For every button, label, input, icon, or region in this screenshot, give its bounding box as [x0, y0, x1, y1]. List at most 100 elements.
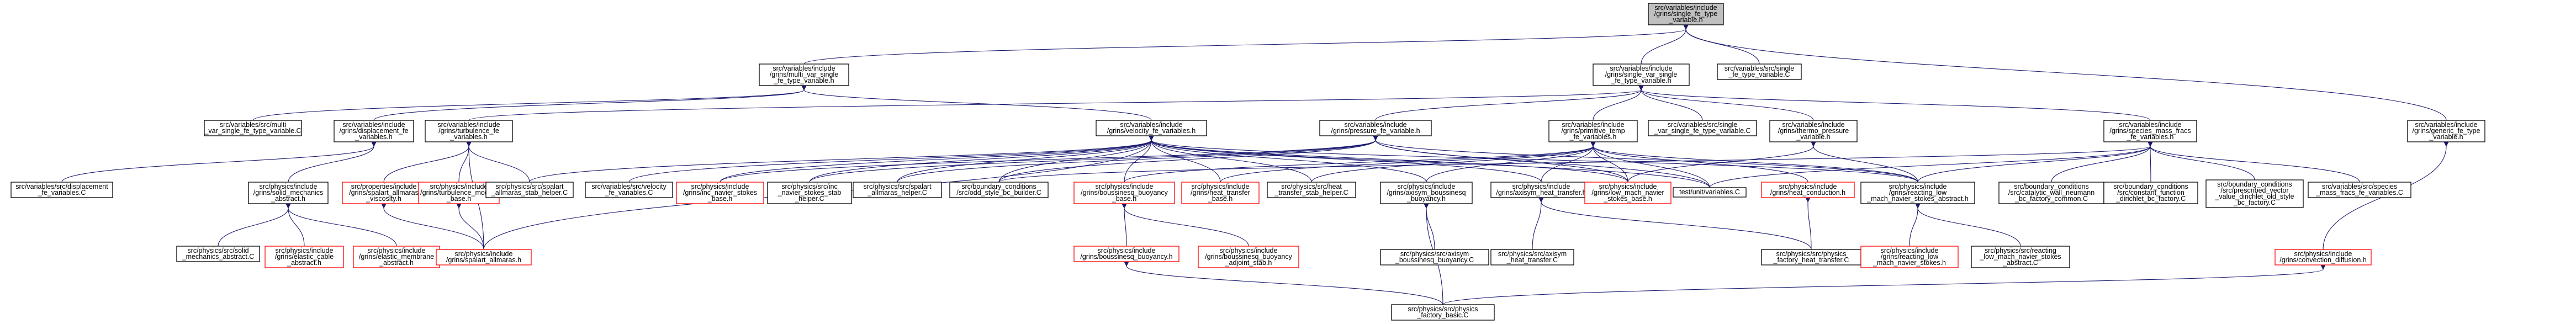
node-low-mach-base[interactable]: src/physics/include/grins/low_mach_navie…	[1584, 182, 1672, 204]
node-reacting-abs-c[interactable]: src/physics/src/reacting_low_mach_navier…	[1971, 246, 2070, 268]
node-box	[334, 120, 414, 142]
node-generic-fe[interactable]: src/variables/include/grins/generic_fe_t…	[2407, 120, 2485, 142]
node-spalart-stab[interactable]: src/physics/src/spalart_allmaras_stab_he…	[485, 182, 574, 198]
edge-odd_style-to-species_mass	[998, 141, 2154, 183]
node-factory-heat[interactable]: src/physics/src/physics_factory_heat_tra…	[1761, 249, 1861, 265]
node-multi-var-c[interactable]: src/variables/src/multi_var_single_fe_ty…	[204, 120, 302, 136]
edge-spalart_h-to-turb_models	[456, 203, 484, 250]
edge-solid_mech-to-displacement_h	[288, 141, 377, 183]
node-box	[676, 182, 764, 204]
edge-velocity_h-to-multi_var	[801, 85, 1152, 121]
node-thermo-pressure[interactable]: src/variables/include/grins/thermo_press…	[1769, 120, 1858, 142]
node-axisym-heat-c[interactable]: src/physics/src/axisym_heat_transfer.C	[1490, 249, 1574, 265]
node-box	[853, 182, 942, 198]
node-constant-function[interactable]: src/boundary_conditions/src/constant_fun…	[2103, 182, 2198, 204]
edge-turb_models-to-turbulence_h	[458, 141, 472, 183]
node-inc-ns-stab[interactable]: src/physics/src/inc_navier_stokes_stab_h…	[767, 182, 852, 204]
node-label-line: /grins/velocity_fe_variables.h	[1107, 127, 1196, 135]
node-label-line: /src/constant_function	[2117, 189, 2184, 196]
node-displacement-c[interactable]: src/variables/src/displacement_fe_variab…	[10, 182, 113, 198]
node-label-line: src/variables/include	[342, 121, 405, 129]
node-factory-basic[interactable]: src/physics/src/physics_factory_basic.C	[1391, 304, 1495, 321]
node-svsfe-c[interactable]: src/variables/src/single_var_single_fe_t…	[1648, 120, 1757, 136]
node-axisym-heat[interactable]: src/physics/include/grins/axisym_heat_tr…	[1490, 182, 1592, 198]
node-label-line: /grins/reacting_low	[1889, 189, 1947, 196]
node-label-line: src/variables/src/velocity	[591, 183, 667, 190]
node-label-line: src/physics/include	[260, 183, 318, 190]
node-label-line: src/properties/include	[351, 183, 417, 190]
node-box	[1096, 120, 1207, 136]
node-turbulence-h[interactable]: src/variables/include/grins/turbulence_f…	[425, 120, 513, 142]
node-boussinesq-adj[interactable]: src/physics/include/grins/boussinesq_buo…	[1198, 246, 1299, 268]
node-displacement-h[interactable]: src/variables/include/grins/displacement…	[334, 120, 414, 142]
edge-low_mach_base-to-velocity_h	[1149, 135, 1628, 183]
node-heat-conduction[interactable]: src/physics/include/grins/heat_conductio…	[1761, 182, 1855, 198]
node-multi-var[interactable]: src/variables/include/grins/multi_var_si…	[759, 63, 849, 86]
node-catalytic-wall[interactable]: src/boundary_conditions/src/catalytic_wa…	[1998, 182, 2104, 204]
node-reacting-abs[interactable]: src/physics/include/grins/reacting_low_m…	[1860, 182, 1975, 204]
node-label-line: _viscosity.h	[366, 195, 401, 203]
node-label-line: src/variables/src/single	[1668, 121, 1737, 129]
node-reacting-h[interactable]: src/physics/include/grins/reacting_low_m…	[1860, 246, 1959, 268]
node-label-line: _fe_variables.h	[1569, 133, 1617, 141]
node-label-line: src/physics/include	[1192, 183, 1250, 190]
node-odd-style[interactable]: src/boundary_conditions/src/odd_style_bc…	[949, 182, 1049, 198]
node-axisym-bous-c[interactable]: src/physics/src/axisym_boussinesq_buoyan…	[1380, 249, 1489, 265]
node-inc-ns-base[interactable]: src/physics/include/grins/inc_navier_sto…	[676, 182, 764, 204]
node-axisym-bous[interactable]: src/physics/include/grins/axisym_boussin…	[1380, 182, 1473, 204]
node-label-line: /grins/spalart_allmaras.h	[446, 256, 521, 264]
node-test-vars[interactable]: test/unit/variables.C	[1673, 187, 1747, 198]
node-elastic-membrane[interactable]: src/physics/include/grins/elastic_membra…	[353, 246, 440, 268]
node-label-line: src/physics/include	[455, 250, 513, 258]
node-heat-stab[interactable]: src/physics/src/heat_transfer_stab_helpe…	[1267, 182, 1356, 198]
node-solid-mech[interactable]: src/physics/include/grins/solid_mechanic…	[248, 182, 329, 204]
edge-boussinesq_base-to-primitive_temp	[1124, 141, 1596, 183]
node-single-var[interactable]: src/variables/include/grins/single_var_s…	[1593, 63, 1690, 86]
node-box	[1319, 120, 1432, 136]
node-species-c[interactable]: src/variables/src/species_mass_fracs_fe_…	[2308, 182, 2411, 198]
node-label-line: _base.h	[1112, 195, 1137, 203]
node-label-line: src/physics/src/heat	[1281, 183, 1342, 190]
node-heat-transfer-base[interactable]: src/physics/include/grins/heat_transfer_…	[1181, 182, 1260, 204]
node-elastic-cable[interactable]: src/physics/include/grins/elastic_cable_…	[265, 246, 344, 268]
node-spalart-h[interactable]: src/physics/include/grins/spalart_allmar…	[436, 249, 532, 265]
node-label-line: /grins/single_var_single	[1605, 71, 1678, 78]
node-label-line: src/variables/src/multi	[220, 121, 286, 129]
node-boussinesq-base[interactable]: src/physics/include/grins/boussinesq_buo…	[1073, 182, 1175, 204]
edge-thermo_pressure-to-single_var	[1638, 85, 1814, 121]
node-velocity-h[interactable]: src/variables/include/grins/velocity_fe_…	[1096, 120, 1207, 136]
node-solid-mech-c[interactable]: src/physics/src/solid_mechanics_abstract…	[176, 246, 260, 262]
node-label-line: _mach_navier_stokes_abstract.h	[1866, 195, 1968, 203]
node-box	[1761, 182, 1855, 198]
edge-single_var-to-root	[1641, 24, 1689, 65]
edge-boussinesq_adj-to-boussinesq_base	[1122, 203, 1249, 247]
node-label-line: src/physics/include	[1512, 183, 1570, 190]
edge-factory_heat-to-heat_conduction	[1805, 197, 1812, 250]
node-label-line: /grins/primitive_temp	[1561, 127, 1625, 135]
node-label-line: /grins/species_mass_fracs	[2109, 127, 2191, 135]
edge-multi_var_c-to-multi_var	[252, 85, 807, 121]
node-sfe-c[interactable]: src/variables/src/single_fe_type_variabl…	[1717, 63, 1802, 80]
node-prescribed-vector[interactable]: src/boundary_conditions/src/prescribed_v…	[2205, 179, 2304, 208]
node-velocity-c[interactable]: src/variables/src/velocity_fe_variables.…	[585, 182, 673, 198]
node-box	[1267, 182, 1356, 198]
node-box	[1860, 246, 1959, 268]
node-spalart-visc[interactable]: src/properties/include/grins/spalart_all…	[342, 182, 426, 204]
edge-test_vars-to-primitive_temp	[1590, 141, 1710, 188]
node-box	[1073, 246, 1179, 262]
node-label-line: src/physics/include	[1889, 183, 1947, 190]
node-label-line: src/physics/src/axisym	[1400, 250, 1469, 258]
node-box	[2308, 182, 2411, 198]
edge-reacting_abs-to-pressure_h	[1373, 135, 1918, 183]
node-label-line: _navier_stokes_stab	[777, 189, 842, 196]
node-species-mass[interactable]: src/variables/include/grins/species_mass…	[2103, 120, 2197, 142]
node-primitive-temp[interactable]: src/variables/include/grins/primitive_te…	[1548, 120, 1638, 142]
node-box	[767, 182, 852, 204]
node-pressure-h[interactable]: src/variables/include/grins/pressure_fe_…	[1319, 120, 1432, 136]
node-boussinesq-h[interactable]: src/physics/include/grins/boussinesq_buo…	[1073, 246, 1179, 262]
node-spalart-helper[interactable]: src/physics/src/spalart_allmaras_helper.…	[853, 182, 942, 198]
node-convection[interactable]: src/physics/include/grins/convection_dif…	[2275, 249, 2372, 265]
node-label-line: _variables.h	[449, 133, 487, 141]
node-box	[2103, 182, 2198, 204]
